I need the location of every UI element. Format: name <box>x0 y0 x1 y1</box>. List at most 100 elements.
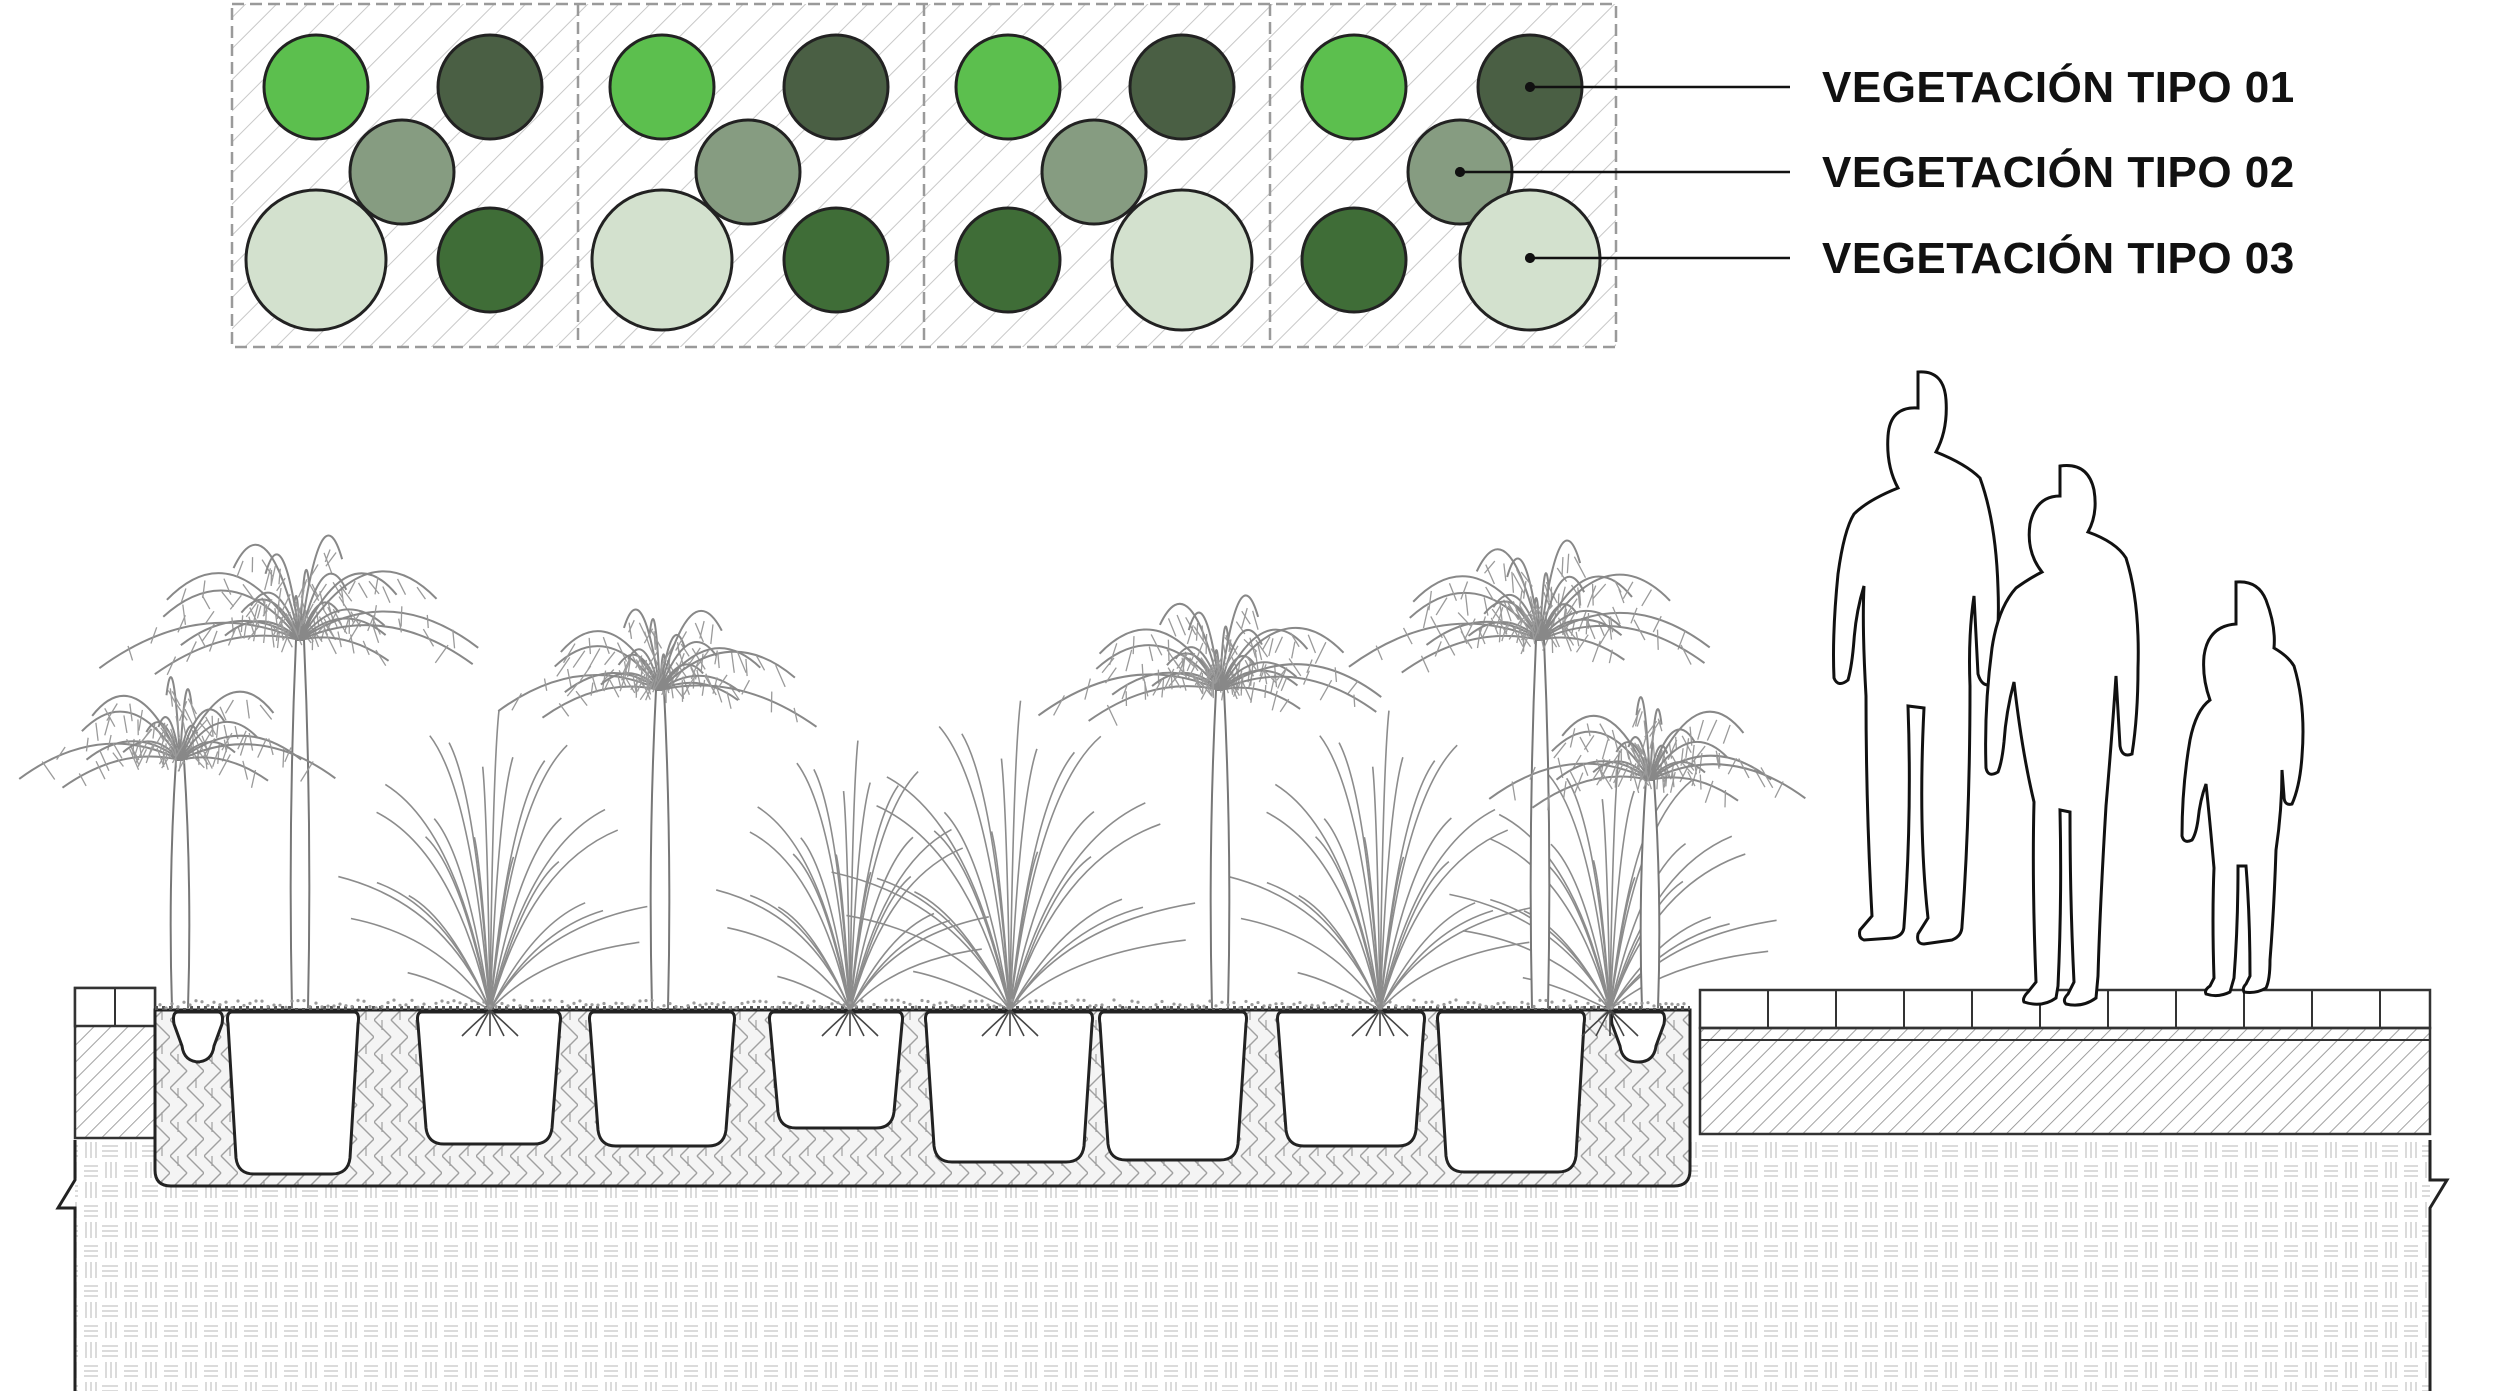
ground-cover-dot <box>1208 1000 1211 1003</box>
ground-cover-dot <box>524 1005 527 1008</box>
ground-cover-dot <box>410 999 413 1002</box>
ground-cover-dot <box>1256 1001 1259 1004</box>
ground-cover-dot <box>1046 1005 1049 1008</box>
ground-cover-dot <box>206 1004 209 1007</box>
ground-cover-dot <box>470 999 473 1002</box>
ground-cover-dot <box>740 1002 743 1005</box>
ground-cover-dot <box>326 1005 329 1008</box>
ground-cover-dot <box>434 1002 437 1005</box>
ground-cover-dot <box>812 1000 815 1003</box>
ground-cover-dot <box>1082 999 1085 1002</box>
ground-cover-dot <box>482 1000 485 1003</box>
ground-cover-dot <box>518 1004 521 1007</box>
ground-cover-dot <box>1526 1002 1529 1005</box>
ground-cover-dot <box>158 1003 161 1006</box>
ground-cover-dot <box>1484 1005 1487 1008</box>
ground-cover-dot <box>1364 1001 1367 1004</box>
legend-item-tipo-01: VEGETACIÓN TIPO 01 <box>1525 62 2295 112</box>
ground-cover-dot <box>494 1005 497 1008</box>
ground-cover-dot <box>296 999 299 1002</box>
ground-cover-dot <box>446 1001 449 1004</box>
ground-cover-dot <box>530 999 533 1002</box>
ground-cover-dot <box>1148 1006 1151 1009</box>
ground-cover-dot <box>1520 1001 1523 1004</box>
ground-cover-dot <box>1262 1004 1265 1007</box>
pot <box>418 1012 561 1144</box>
ground-cover-dot <box>1268 1004 1271 1007</box>
ground-cover-dot <box>1106 1006 1109 1009</box>
ground-cover-dot <box>956 1006 959 1009</box>
ground-cover-dot <box>1442 1003 1445 1006</box>
ground-cover-dot <box>488 1004 491 1007</box>
ground-cover-dot <box>1226 1003 1229 1006</box>
ground-cover-dot <box>794 1004 797 1007</box>
ground-cover-dot <box>1322 1001 1325 1004</box>
ground-cover-dot <box>818 1005 821 1008</box>
ground-cover-dot <box>578 999 581 1002</box>
plan-plant-circle <box>1302 208 1406 312</box>
ground-cover-dot <box>1298 1001 1301 1004</box>
legend-label-tipo-01: VEGETACIÓN TIPO 01 <box>1822 62 2295 112</box>
ground-cover-dot <box>1490 1005 1493 1008</box>
ground-cover-dot <box>302 999 305 1002</box>
ground-cover-dot <box>746 1001 749 1004</box>
ground-cover-dot <box>1010 999 1013 1002</box>
plan-plant-circle <box>1302 35 1406 139</box>
ground-cover-dot <box>800 1001 803 1004</box>
ground-cover-dot <box>1466 1001 1469 1004</box>
ground-cover-dot <box>1370 999 1373 1002</box>
ground-cover-dot <box>428 1006 431 1009</box>
ground-cover-dot <box>950 1004 953 1007</box>
ground-cover-dot <box>686 1004 689 1007</box>
ground-cover-dot <box>806 1004 809 1007</box>
ground-cover-dot <box>1532 1005 1535 1008</box>
ground-cover-dot <box>848 1001 851 1004</box>
ground-cover-dot <box>506 1004 509 1007</box>
ground-cover-dot <box>368 1005 371 1008</box>
ground-cover-dot <box>782 1001 785 1004</box>
ground-cover-dot <box>1388 1000 1391 1003</box>
ground-cover-dot <box>1220 1001 1223 1004</box>
ground-cover-dot <box>1454 998 1457 1001</box>
ground-cover-dot <box>830 1002 833 1005</box>
shrub-plant <box>716 741 989 1036</box>
plan-plant-circle <box>246 190 386 330</box>
ground-cover-dot <box>350 1005 353 1008</box>
ground-cover-dot <box>1376 1002 1379 1005</box>
ground-cover-dot <box>914 1005 917 1008</box>
ground-cover-dot <box>176 1005 179 1008</box>
ground-cover-dot <box>1004 1000 1007 1003</box>
ground-cover-dot <box>278 1004 281 1007</box>
plan-plant-circle <box>696 120 800 224</box>
ground-cover-dot <box>284 1006 287 1009</box>
ground-cover-dot <box>1214 1004 1217 1007</box>
ground-cover-dot <box>344 1004 347 1007</box>
ground-cover-dot <box>1040 1000 1043 1003</box>
ground-cover-dot <box>452 999 455 1002</box>
ground-cover-dot <box>620 1002 623 1005</box>
ground-cover-dot <box>632 1004 635 1007</box>
ground-cover-dot <box>1658 1003 1661 1006</box>
ground-cover-dot <box>1460 1006 1463 1009</box>
ground-cover-dot <box>662 1004 665 1007</box>
ground-cover-dot <box>548 999 551 1002</box>
ground-cover-dot <box>308 1005 311 1008</box>
ground-cover-dot <box>932 1004 935 1007</box>
ground-cover-dot <box>842 1003 845 1006</box>
ground-cover-dot <box>1280 1002 1283 1005</box>
pot <box>590 1012 735 1146</box>
ground-cover-dot <box>1514 1006 1517 1009</box>
ground-cover-dot <box>332 1004 335 1007</box>
ground-cover-dot <box>704 1002 707 1005</box>
ground-cover-dot <box>572 1002 575 1005</box>
ground-cover-dot <box>908 1003 911 1006</box>
plan-plant-circle <box>956 208 1060 312</box>
plant-silhouettes <box>19 535 1805 1036</box>
ground-cover-dot <box>266 1005 269 1008</box>
ground-cover-dot <box>902 1001 905 1004</box>
ground-cover-dot <box>236 999 239 1002</box>
plan-plant-circle <box>438 208 542 312</box>
plan-plant-circle <box>784 35 888 139</box>
plan-plant-circle <box>438 35 542 139</box>
ground-cover-dot <box>1352 1006 1355 1009</box>
